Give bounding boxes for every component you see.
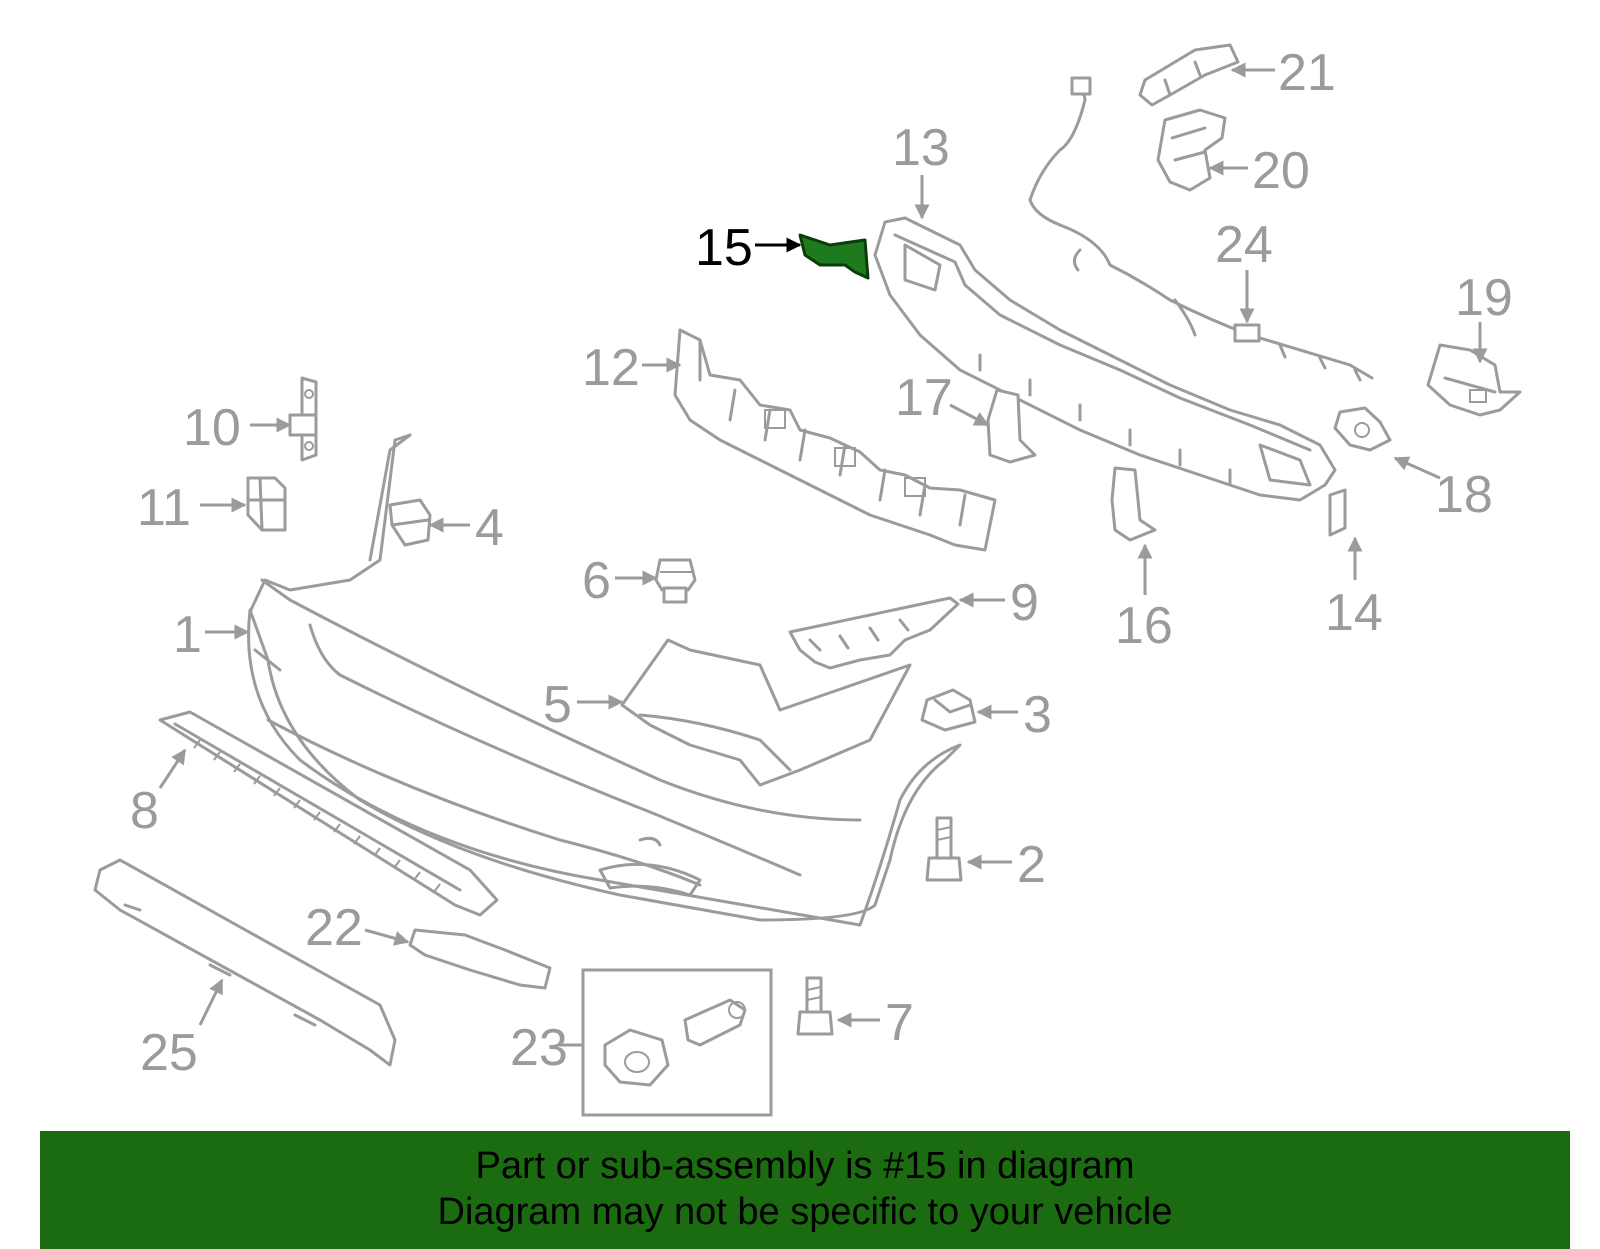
callout-24: 24 <box>1215 216 1273 274</box>
clip-part-3 <box>920 688 977 732</box>
pad-part-18 <box>1333 406 1392 452</box>
bolt-part-7 <box>796 976 834 1036</box>
callout-1: 1 <box>173 606 202 664</box>
bracket-part-17 <box>986 388 1037 464</box>
callout-6: 6 <box>582 552 611 610</box>
callout-19: 19 <box>1455 269 1513 327</box>
banner-line-2: Diagram may not be specific to your vehi… <box>437 1191 1173 1233</box>
reinforcement-beam-part-13 <box>873 216 1337 502</box>
step-plate-part-8 <box>158 710 499 917</box>
callout-18: 18 <box>1435 466 1493 524</box>
callout-5: 5 <box>543 676 572 734</box>
wiring-harness-part-24 <box>1028 76 1374 382</box>
lower-trim-part-25 <box>93 858 397 1067</box>
callout-22: 22 <box>305 899 363 957</box>
callout-20: 20 <box>1252 142 1310 200</box>
bracket-part-19 <box>1426 343 1522 417</box>
bumper-cover-part <box>247 433 962 927</box>
bracket-part-11 <box>246 476 287 532</box>
callout-12: 12 <box>582 339 640 397</box>
parts-diagram: 1 2 3 4 5 6 7 8 9 10 11 12 13 14 15 16 1… <box>93 43 1522 1117</box>
callout-23: 23 <box>510 1019 568 1077</box>
retainer-part-4 <box>388 498 432 547</box>
callout-8: 8 <box>130 782 159 840</box>
bracket-part-16 <box>1110 466 1157 542</box>
callout-21: 21 <box>1278 44 1336 102</box>
callout-16: 16 <box>1115 597 1173 655</box>
highlighted-part-15 <box>798 233 870 280</box>
callout-13: 13 <box>892 119 950 177</box>
valance-part-5 <box>620 638 912 787</box>
connector-part-20 <box>1156 108 1227 192</box>
parking-sensor-part-23 <box>581 968 773 1117</box>
absorber-part-12 <box>673 328 997 552</box>
nut-part-6 <box>654 558 697 604</box>
connector-part-21 <box>1138 43 1240 107</box>
bracket-part-14 <box>1328 488 1347 537</box>
callout-10: 10 <box>183 399 241 457</box>
callout-line-17 <box>949 403 990 427</box>
reflector-part-22 <box>408 928 552 990</box>
callout-line-8 <box>158 748 187 789</box>
callout-line-22 <box>364 928 410 946</box>
callout-line-25 <box>198 978 224 1026</box>
banner-line-1: Part or sub-assembly is #15 in diagram <box>475 1145 1135 1187</box>
callout-11: 11 <box>137 479 191 537</box>
bracket-part-9 <box>788 596 960 670</box>
info-banner: Part or sub-assembly is #15 in diagram D… <box>40 1131 1570 1249</box>
bracket-part-10 <box>288 376 318 462</box>
callout-3: 3 <box>1023 686 1052 744</box>
callout-7: 7 <box>885 994 914 1052</box>
callout-line-18 <box>1393 456 1441 480</box>
callout-4: 4 <box>475 499 504 557</box>
callout-14: 14 <box>1325 584 1383 642</box>
bolt-part <box>925 816 963 882</box>
callout-9: 9 <box>1010 574 1039 632</box>
callout-15: 15 <box>695 219 753 277</box>
callout-25: 25 <box>140 1024 198 1082</box>
callout-17: 17 <box>895 369 953 427</box>
callout-2: 2 <box>1017 836 1046 894</box>
